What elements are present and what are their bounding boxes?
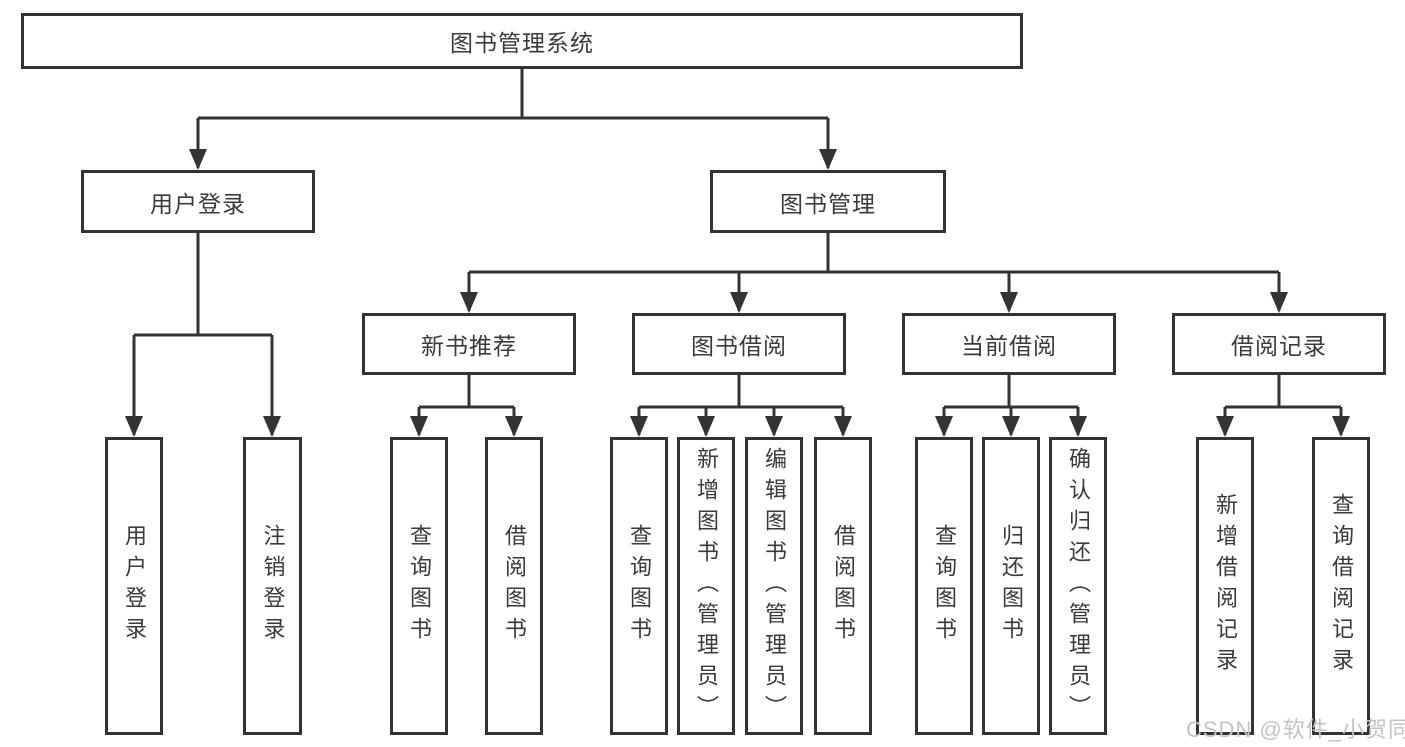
leaf-confirm-return-admin-label: 确认归还（管理员）: [1066, 446, 1091, 726]
leaf-query-books-current-label: 查询图书: [932, 524, 957, 648]
node-book-borrow: 图书借阅: [632, 313, 846, 375]
leaf-add-book-admin: 新增图书（管理员）: [677, 437, 735, 735]
leaf-logout: 注销登录: [243, 437, 302, 735]
leaf-edit-book-admin: 编辑图书（管理员）: [745, 437, 803, 735]
leaf-add-borrow-record-label: 新增借阅记录: [1213, 493, 1238, 679]
leaf-logout-label: 注销登录: [260, 524, 286, 648]
node-user-login-label: 用户登录: [150, 190, 246, 217]
leaf-add-book-admin-label: 新增图书（管理员）: [694, 446, 719, 726]
leaf-return-book: 归还图书: [982, 437, 1040, 735]
leaf-borrow-books: 借阅图书: [814, 437, 872, 735]
node-user-login: 用户登录: [81, 170, 315, 233]
leaf-query-books-borrow-label: 查询图书: [627, 524, 652, 648]
node-borrow-records: 借阅记录: [1172, 313, 1386, 375]
node-book-management-label: 图书管理: [780, 190, 876, 217]
node-book-management: 图书管理: [710, 170, 946, 233]
leaf-edit-book-admin-label: 编辑图书（管理员）: [762, 446, 787, 726]
leaf-query-books-borrow: 查询图书: [610, 437, 668, 735]
csdn-watermark: CSDN @软件_小贺同学: [1186, 717, 1405, 742]
leaf-add-borrow-record: 新增借阅记录: [1196, 437, 1254, 735]
leaf-query-books-recommend-label: 查询图书: [407, 524, 432, 648]
node-new-book-recommend-label: 新书推荐: [421, 333, 517, 359]
arrowhead-icons: [125, 149, 1350, 437]
leaf-query-books-recommend: 查询图书: [390, 437, 448, 735]
leaf-confirm-return-admin: 确认归还（管理员）: [1049, 437, 1107, 735]
leaf-query-borrow-record-label: 查询借阅记录: [1329, 493, 1354, 679]
node-new-book-recommend: 新书推荐: [362, 313, 576, 375]
leaf-user-login-label: 用户登录: [122, 524, 147, 648]
node-borrow-records-label: 借阅记录: [1231, 333, 1327, 359]
leaf-user-login: 用户登录: [105, 437, 163, 735]
leaf-borrow-books-recommend: 借阅图书: [485, 437, 543, 735]
leaf-borrow-books-recommend-label: 借阅图书: [502, 524, 527, 648]
node-current-borrow: 当前借阅: [902, 313, 1116, 375]
leaf-query-borrow-record: 查询借阅记录: [1312, 437, 1370, 735]
node-book-borrow-label: 图书借阅: [691, 333, 787, 359]
node-root: 图书管理系统: [21, 13, 1023, 69]
node-root-label: 图书管理系统: [450, 30, 594, 56]
node-current-borrow-label: 当前借阅: [961, 333, 1057, 359]
leaf-query-books-current: 查询图书: [915, 437, 973, 735]
leaf-return-book-label: 归还图书: [999, 524, 1024, 648]
leaf-borrow-books-label: 借阅图书: [831, 524, 856, 648]
